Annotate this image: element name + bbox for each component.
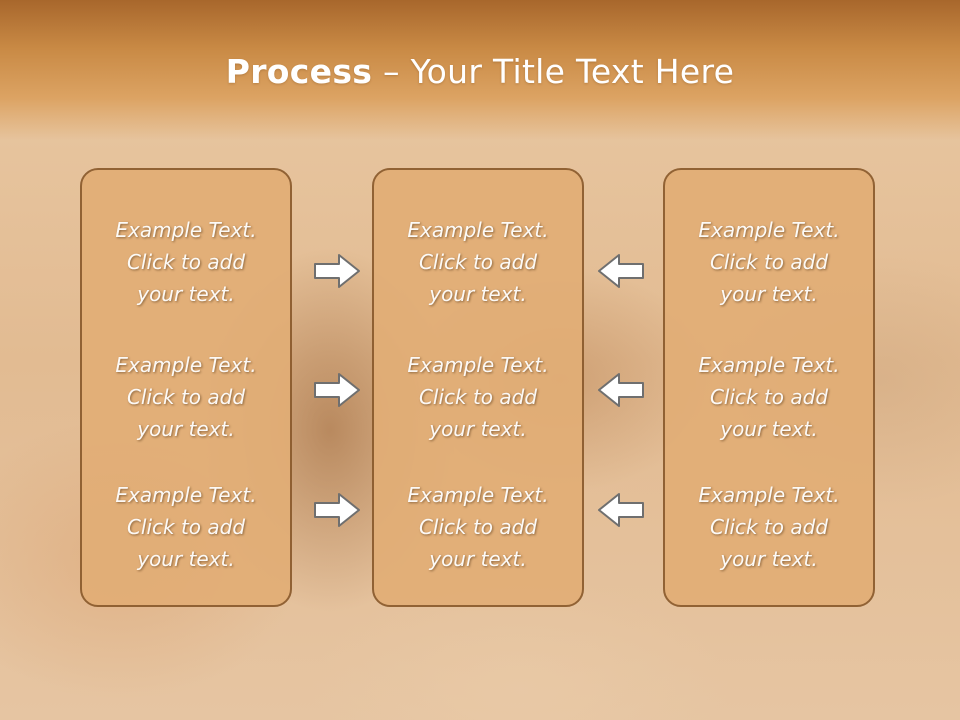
arrow-right-icon[interactable]	[313, 491, 361, 529]
text-line: Example Text.	[115, 483, 257, 507]
text-line: Click to add	[418, 250, 538, 274]
text-line: Example Text.	[698, 353, 840, 377]
text-placeholder[interactable]: Example Text. Click to add your text.	[665, 349, 873, 445]
arrow-left-icon[interactable]	[597, 252, 645, 290]
text-placeholder[interactable]: Example Text. Click to add your text.	[82, 214, 290, 310]
process-box-center[interactable]: Example Text. Click to add your text. Ex…	[372, 168, 584, 607]
text-line: your text.	[720, 282, 818, 306]
text-line: Example Text.	[407, 353, 549, 377]
arrow-left-icon[interactable]	[597, 491, 645, 529]
text-line: your text.	[429, 547, 527, 571]
text-line: Example Text.	[115, 218, 257, 242]
text-line: Example Text.	[698, 483, 840, 507]
text-line: your text.	[720, 417, 818, 441]
text-line: your text.	[720, 547, 818, 571]
arrow-right-icon[interactable]	[313, 371, 361, 409]
process-box-right[interactable]: Example Text. Click to add your text. Ex…	[663, 168, 875, 607]
arrow-left-icon[interactable]	[597, 371, 645, 409]
text-placeholder[interactable]: Example Text. Click to add your text.	[82, 479, 290, 575]
text-line: your text.	[137, 417, 235, 441]
text-line: Click to add	[709, 385, 829, 409]
title-rest: – Your Title Text Here	[372, 52, 735, 91]
process-box-left[interactable]: Example Text. Click to add your text. Ex…	[80, 168, 292, 607]
text-line: your text.	[137, 547, 235, 571]
text-line: Click to add	[709, 250, 829, 274]
text-placeholder[interactable]: Example Text. Click to add your text.	[665, 479, 873, 575]
text-line: Example Text.	[698, 218, 840, 242]
text-line: your text.	[429, 417, 527, 441]
title-bold: Process	[225, 52, 373, 91]
text-line: Click to add	[709, 515, 829, 539]
text-line: Example Text.	[115, 353, 257, 377]
text-line: Click to add	[126, 250, 246, 274]
text-placeholder[interactable]: Example Text. Click to add your text.	[665, 214, 873, 310]
text-placeholder[interactable]: Example Text. Click to add your text.	[82, 349, 290, 445]
text-line: your text.	[429, 282, 527, 306]
text-line: Click to add	[126, 515, 246, 539]
text-line: Example Text.	[407, 483, 549, 507]
text-placeholder[interactable]: Example Text. Click to add your text.	[374, 214, 582, 310]
slide-title[interactable]: Process – Your Title Text Here	[0, 52, 960, 91]
text-placeholder[interactable]: Example Text. Click to add your text.	[374, 349, 582, 445]
title-banner	[0, 0, 960, 140]
text-line: Click to add	[418, 385, 538, 409]
text-line: Click to add	[126, 385, 246, 409]
text-line: Example Text.	[407, 218, 549, 242]
text-placeholder[interactable]: Example Text. Click to add your text.	[374, 479, 582, 575]
text-line: your text.	[137, 282, 235, 306]
arrow-right-icon[interactable]	[313, 252, 361, 290]
text-line: Click to add	[418, 515, 538, 539]
